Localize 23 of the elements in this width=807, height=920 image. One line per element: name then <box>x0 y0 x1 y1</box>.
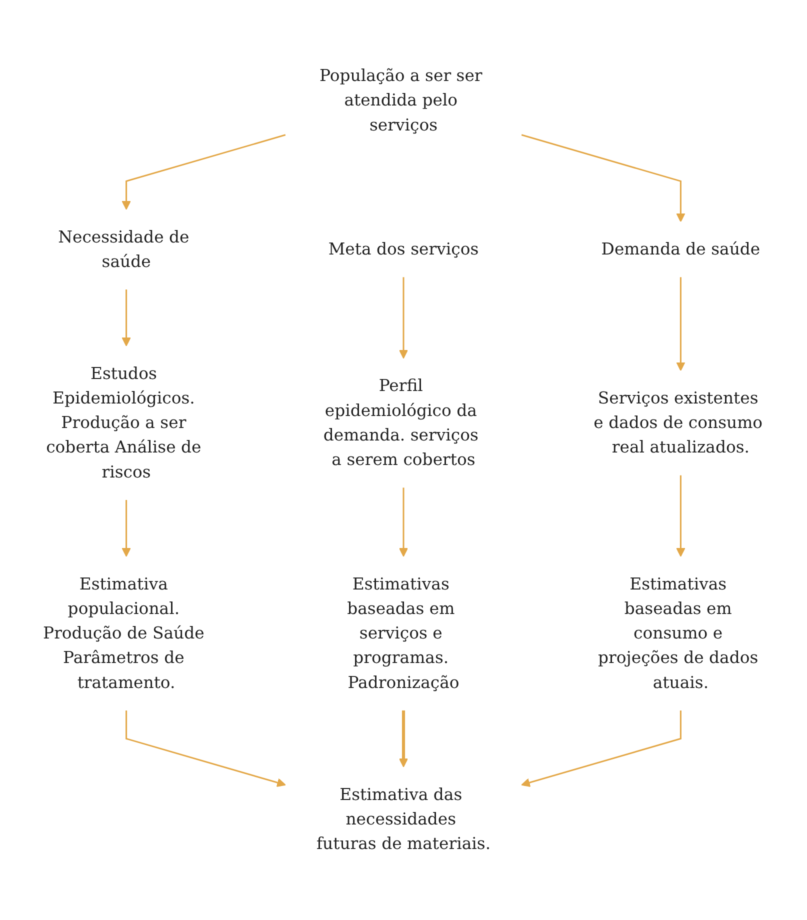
flowchart: População a ser ser atendida pelo serviços Necessidade de saúde Meta dos serviços Demanda de saúde Estudos Epidemiológicos. Produção a ser coberta Análise de riscos Perfil epidemiológico da demanda. serviços a serem cobertos Serviços existentes e dados de consumo real atualizados. Estimativa populacional. Produção de Saúde Parâmetros de tratamento. Estimativas baseadas em serviços e programas. Padronização Estimativas baseadas em consumo e projeções de dados atuais. Estimativa das necessidades futuras de materiais. <box>0 40 807 880</box>
arrow <box>122 290 131 346</box>
arrow <box>126 710 286 788</box>
arrow <box>398 710 408 768</box>
arrow <box>676 475 686 557</box>
node-text: Estimativa populacional. Produção de Saúde Parâmetros de tratamento. <box>43 574 204 692</box>
arrow <box>122 500 131 557</box>
node-text: Perfil epidemiológico da demanda. serviços a serem cobertos <box>323 376 478 470</box>
arrow <box>398 277 408 359</box>
node-text: Estimativa das necessidades futuras de materiais. <box>316 784 491 854</box>
node-text: Meta dos serviços <box>328 239 479 259</box>
node-text: Estimativas baseadas em serviços e programas. Padronização <box>347 574 460 692</box>
node-text: Necessidade de saúde <box>58 226 190 272</box>
node-text: População a ser ser atendida pelo serviços <box>320 66 482 135</box>
node-text: Demanda de saúde <box>601 239 760 259</box>
arrow <box>521 710 682 788</box>
arrow <box>521 134 686 222</box>
node-text: Estimativas baseadas em consumo e projeções de dados atuais. <box>598 574 758 692</box>
node-text: Estudos Epidemiológicos. Produção a ser coberta Análise de riscos <box>46 363 202 482</box>
arrow <box>676 277 686 372</box>
arrow <box>398 488 408 557</box>
arrow <box>122 134 286 210</box>
node-text: Serviços existentes e dados de consumo real atualizados. <box>594 388 763 457</box>
